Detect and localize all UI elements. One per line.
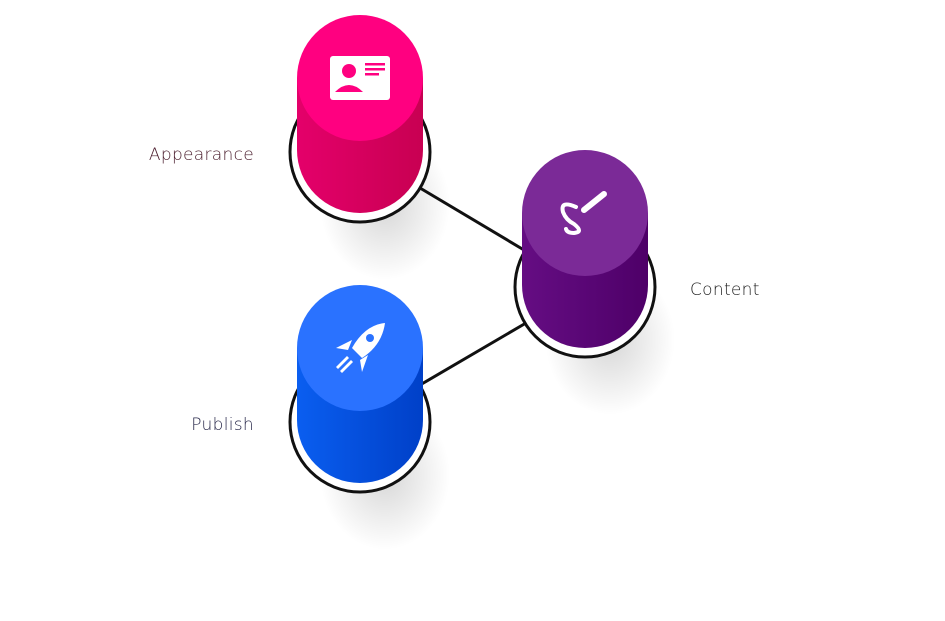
node-appearance[interactable] bbox=[288, 15, 450, 280]
rocket-icon bbox=[336, 323, 385, 373]
signature-pen-icon bbox=[560, 191, 607, 236]
node-publish[interactable] bbox=[288, 285, 450, 550]
node-content[interactable] bbox=[513, 150, 675, 415]
label-content: Content bbox=[690, 280, 760, 300]
label-appearance: Appearance bbox=[148, 145, 254, 165]
id-card-icon bbox=[330, 56, 390, 100]
label-publish: Publish bbox=[191, 415, 254, 435]
connector-publish-content bbox=[419, 321, 527, 387]
